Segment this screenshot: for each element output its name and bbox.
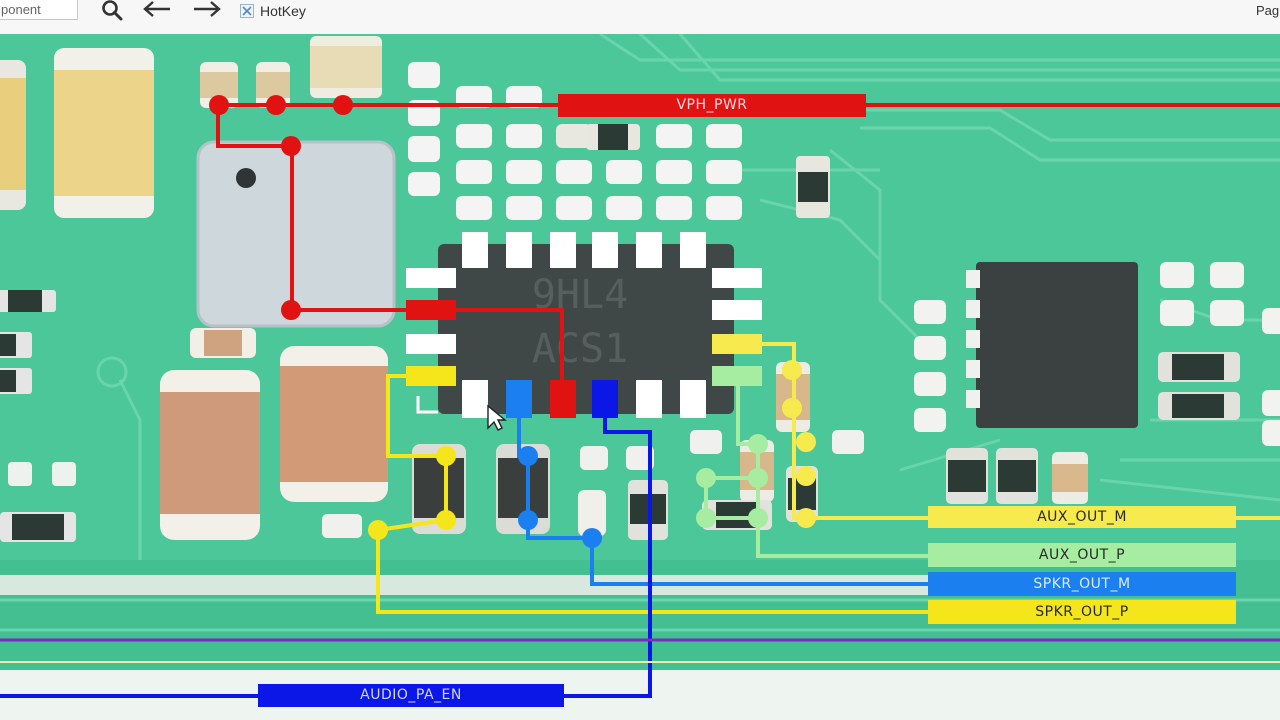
capacitor-top-2 bbox=[256, 62, 290, 108]
capacitor-left-2 bbox=[54, 48, 154, 218]
right-ic-pins bbox=[966, 270, 980, 408]
ic-pin-vph-red bbox=[406, 300, 456, 320]
capacitor-left-1 bbox=[0, 60, 26, 210]
checkbox-x-icon[interactable] bbox=[240, 4, 254, 18]
inductor bbox=[196, 140, 396, 328]
resistor-vertical-right bbox=[796, 156, 830, 218]
component-search-input[interactable]: ponent bbox=[0, 0, 78, 20]
search-icon[interactable] bbox=[98, 0, 128, 22]
resistor-left-group bbox=[0, 290, 76, 542]
net-nodes-aux-out-p bbox=[696, 434, 768, 528]
resistors-right bbox=[946, 352, 1240, 504]
ic-pin-vph-bottom bbox=[550, 380, 576, 418]
capacitor-bottom-left-1 bbox=[160, 370, 260, 540]
capacitor-small-mid bbox=[190, 328, 256, 358]
net-nodes-spkr-out-m bbox=[518, 446, 602, 548]
capacitor-top-3 bbox=[310, 36, 382, 98]
ic-top-pins bbox=[462, 232, 706, 268]
net-label-vph-pwr[interactable]: VPH_PWR bbox=[558, 94, 866, 117]
arrow-left-icon[interactable] bbox=[142, 0, 172, 22]
toolbar: ponent HotKey Pag bbox=[0, 0, 1280, 35]
net-label-spkr-out-m[interactable]: SPKR_OUT_M bbox=[928, 572, 1236, 596]
right-ic-body bbox=[976, 262, 1138, 428]
net-nodes-aux-out-m bbox=[782, 360, 816, 528]
capacitor-bottom-left-2 bbox=[280, 346, 388, 502]
pcb-shield-strip bbox=[0, 575, 940, 595]
ic-left-pins bbox=[406, 268, 456, 354]
ic-pin-spkr-m bbox=[506, 380, 532, 418]
arrow-right-icon[interactable] bbox=[192, 0, 222, 22]
ic-bottom-pins bbox=[462, 380, 706, 418]
ic-marking-line2: ACS1 bbox=[532, 326, 628, 372]
net-label-audio-pa-en[interactable]: AUDIO_PA_EN bbox=[258, 684, 564, 707]
ic-pin1-marker bbox=[416, 396, 438, 414]
audio-amp-ic-body bbox=[438, 244, 734, 414]
cap-below-ic-1 bbox=[412, 444, 466, 534]
hotkey-toggle[interactable]: HotKey bbox=[240, 2, 306, 20]
pads-below-ic bbox=[322, 430, 864, 538]
mouse-cursor-icon bbox=[487, 404, 507, 431]
pad-grid-top bbox=[408, 62, 742, 220]
capacitor-top-1 bbox=[200, 62, 238, 108]
net-nodes-vph-pwr bbox=[209, 95, 353, 320]
cap-below-ic-3 bbox=[578, 490, 606, 536]
ic-right-pins bbox=[712, 268, 762, 320]
ic-pin-green-right bbox=[712, 366, 762, 386]
hotkey-label: HotKey bbox=[260, 3, 306, 19]
net-nodes-spkr-out-p bbox=[368, 446, 456, 540]
ic-pin-yellow-right bbox=[712, 334, 762, 354]
net-label-spkr-out-p[interactable]: SPKR_OUT_P bbox=[928, 600, 1236, 624]
cap-below-ic-2 bbox=[496, 444, 550, 534]
pcb-board-view[interactable]: 9HL4 ACS1 bbox=[0, 34, 1280, 720]
ic-pin-yellow-left bbox=[406, 366, 456, 386]
pads-left bbox=[8, 462, 76, 486]
net-label-aux-out-m[interactable]: AUX_OUT_M bbox=[928, 506, 1236, 528]
net-label-aux-out-p[interactable]: AUX_OUT_P bbox=[928, 543, 1236, 567]
page-label: Pag bbox=[1256, 3, 1280, 18]
resistor-top bbox=[586, 124, 640, 150]
pads-right-ic-left bbox=[914, 262, 1280, 446]
ic-pin-audio-en bbox=[592, 380, 618, 418]
